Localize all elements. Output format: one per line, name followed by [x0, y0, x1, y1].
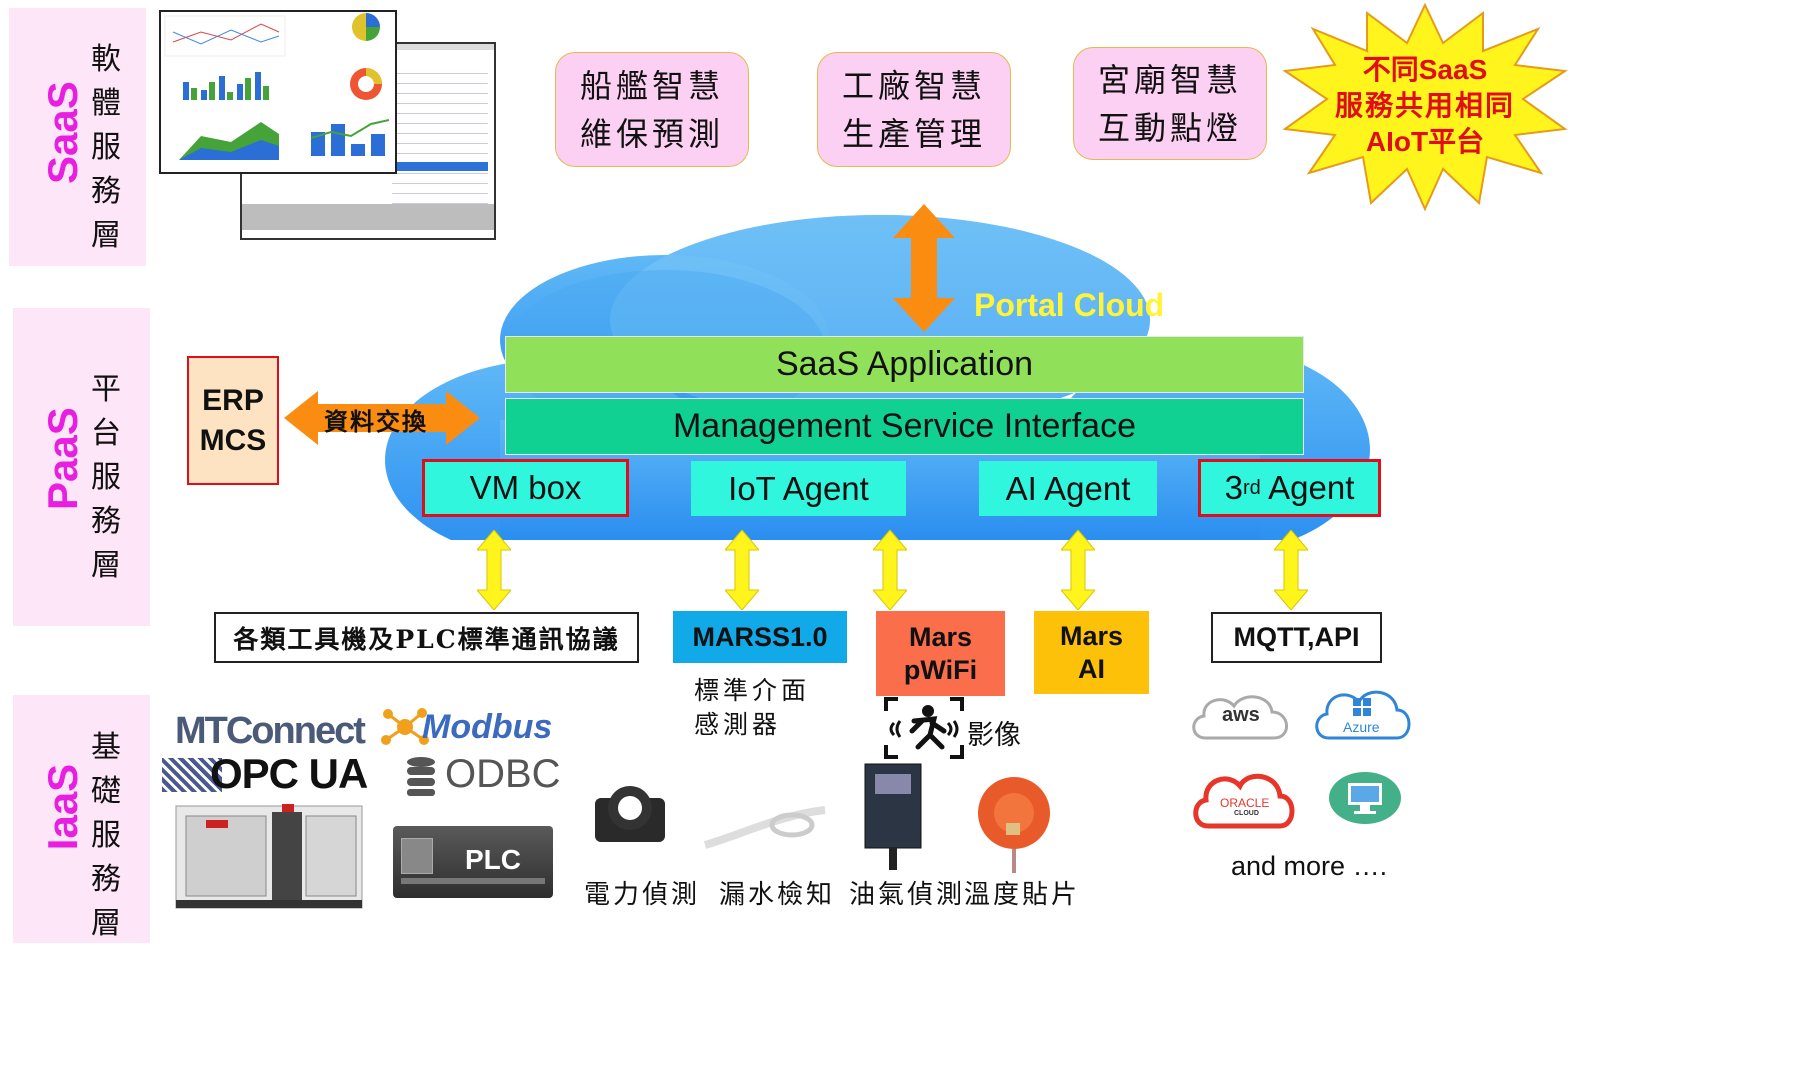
database-icon: [407, 757, 435, 796]
yellow-arrow-ai: [1061, 530, 1095, 610]
iot-agent: IoT Agent: [691, 461, 906, 516]
modbus-logo: Modbus: [380, 704, 560, 754]
gas-detector-icon: [864, 763, 922, 870]
management-service-interface-bar: Management Service Interface: [505, 398, 1304, 455]
temperature-patch-label: 溫度貼片: [964, 880, 1081, 910]
standard-sensor-caption: 標準介面感測器: [694, 676, 811, 739]
iaas-layer-title: IaaS: [39, 763, 86, 851]
ai-agent: AI Agent: [979, 461, 1157, 516]
aws-cloud-icon: aws: [1188, 690, 1294, 742]
yellow-arrow-pwifi: [873, 530, 907, 610]
monitor-icon: [1328, 771, 1402, 825]
odbc-logo: ODBC: [405, 752, 565, 800]
current-sensor-icon: [595, 786, 665, 842]
data-exchange-arrow: [284, 391, 480, 445]
dashboard-screenshot-front: [159, 10, 397, 174]
portal-cloud-label: Portal Cloud: [974, 287, 1165, 323]
power-detection-label: 電力偵測: [584, 880, 701, 910]
plc-device-icon: PLC: [393, 826, 553, 898]
vm-box-agent: VM box: [422, 459, 629, 517]
saas-layer-label: 軟體服務層: [91, 42, 121, 253]
plc-protocol-box: 各類工具機及PLC標準通訊協議: [214, 612, 639, 663]
yellow-arrow-mqtt: [1274, 530, 1308, 610]
paas-layer-band: [13, 308, 150, 626]
starburst-text: 不同SaaS 服務共用相同 AIoT平台: [1334, 53, 1515, 158]
paas-layer-title: PaaS: [39, 407, 86, 510]
leak-detection-label: 漏水檢知: [719, 880, 836, 910]
yellow-arrow-marss: [725, 530, 759, 610]
marss-box: MARSS1.0: [673, 611, 847, 663]
mqtt-api-box: MQTT,API: [1211, 612, 1382, 663]
cnc-machine-icon: [175, 804, 363, 909]
azure-cloud-icon: Azure: [1313, 684, 1413, 742]
leak-tape-icon: [703, 806, 826, 849]
saas-service-temple: 宮廟智慧互動點燈: [1073, 47, 1267, 160]
saas-layer-band: [9, 8, 146, 266]
oracle-cloud-icon: ORACLE CLOUD: [1192, 768, 1296, 830]
saas-service-factory: 工廠智慧生產管理: [817, 52, 1011, 167]
starburst-badge: [1283, 3, 1568, 211]
saas-layer-title: SaaS: [39, 81, 86, 184]
video-label: 影像: [967, 720, 1021, 751]
thermal-patch-icon: [978, 777, 1050, 873]
and-more-label: and more ….: [1231, 851, 1388, 881]
cloud-to-saas-arrow: [893, 204, 955, 332]
opcua-logo: OPC UA: [162, 750, 377, 800]
mtconnect-logo: MTConnect: [175, 710, 366, 752]
data-exchange-label: 資料交換: [324, 407, 428, 436]
iaas-layer-band: [13, 695, 150, 943]
saas-service-ship: 船艦智慧維保預測: [555, 52, 749, 167]
yellow-arrow-plc: [477, 530, 511, 610]
saas-application-bar: SaaS Application: [505, 336, 1304, 393]
iaas-layer-label: 基礎服務層: [91, 730, 121, 941]
paas-layer-label: 平台服務層: [91, 372, 121, 583]
running-person-icon: [884, 697, 964, 759]
oil-gas-detection-label: 油氣偵測: [849, 880, 966, 910]
